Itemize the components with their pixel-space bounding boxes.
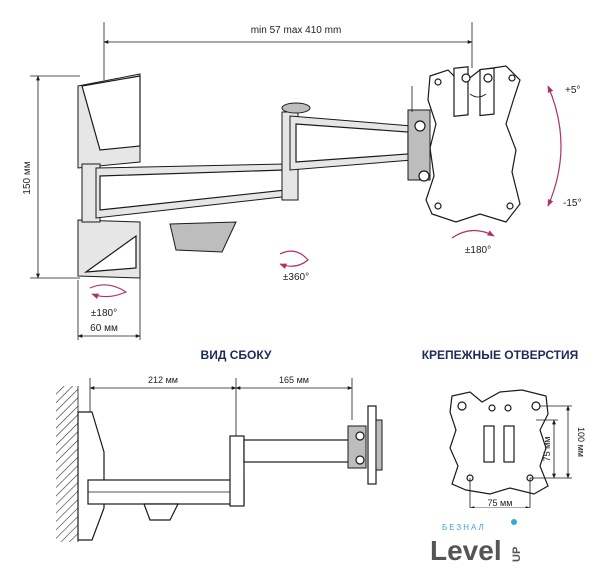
tilt-down-label: -15°: [563, 198, 581, 209]
mounting-holes-view: КРЕПЕЖНЫЕ ОТВЕРСТИЯ 75 мм 100 мм 75 мм: [422, 348, 586, 512]
tilt-arc: [547, 85, 562, 207]
logo-dot-icon: [511, 519, 517, 525]
side-knob-top: [355, 431, 365, 441]
side-view: ВИД СБОКУ 212 мм 165 мм: [56, 348, 383, 542]
vesa-hole-3: [434, 78, 442, 86]
hole-plate: [449, 389, 549, 495]
hole-2: [531, 401, 541, 411]
hole-slot-right: [503, 425, 515, 463]
head-swivel-label: ±180°: [465, 245, 491, 256]
wall-plate-upper-vent: [81, 75, 141, 151]
brand-logo: БЕЗНАЛ Level UP: [426, 508, 544, 568]
perspective-view: min 57 max 410 mm 150 мм: [22, 22, 581, 340]
side-second-arm: [243, 439, 353, 463]
wall-swivel-arrow: [89, 284, 128, 299]
hole-slot-left: [483, 425, 495, 463]
side-wall-plate: [77, 411, 105, 541]
mounting-holes-heading: КРЕПЕЖНЫЕ ОТВЕРСТИЯ: [422, 348, 579, 362]
hole-6: [504, 404, 512, 412]
height-label: 150 мм: [22, 161, 33, 194]
logo-main-text: Level: [430, 535, 502, 566]
arm-swivel-label: ±360°: [283, 272, 309, 283]
side-bracket: [143, 503, 179, 521]
depth-label: 60 мм: [90, 323, 118, 334]
side-vesa-plate: [367, 405, 377, 485]
hole-1: [457, 401, 467, 411]
vesa-smile: [469, 93, 487, 98]
wall-swivel-label: ±180°: [91, 308, 117, 319]
side-view-heading: ВИД СБОКУ: [201, 348, 272, 362]
elbow-cap: [281, 102, 311, 114]
side-knob-bottom: [355, 455, 365, 465]
vesa-hole-4: [508, 74, 516, 82]
vertical-100-label: 100 мм: [576, 427, 586, 457]
wall-section: [56, 386, 78, 542]
arm1-label: 212 мм: [148, 375, 178, 385]
vesa-plate: [425, 65, 521, 223]
head-swivel-arrow: [451, 229, 495, 239]
vertical-75-label: 75 мм: [542, 437, 552, 462]
logo-suffix-text: UP: [511, 547, 523, 562]
logo-background: [426, 508, 544, 568]
arm-swivel-arrow: [279, 250, 309, 269]
tilt-up-label: +5°: [565, 85, 580, 96]
arm-bracket: [169, 221, 237, 253]
vesa-hole-5: [434, 202, 442, 210]
vesa-hole-2: [483, 73, 493, 83]
side-vesa-rib: [375, 419, 383, 471]
logo-small-text: БЕЗНАЛ: [442, 523, 486, 532]
hole-5: [488, 404, 496, 412]
tilt-knob-bottom: [418, 170, 430, 182]
side-elbow: [229, 435, 245, 507]
vesa-hole-1: [461, 73, 471, 83]
wall-plate-lower-vent: [83, 234, 137, 273]
vesa-hole-6: [506, 202, 514, 210]
horizontal-75-label: 75 мм: [488, 498, 513, 508]
tilt-knob-top: [414, 120, 426, 132]
arm2-label: 165 мм: [279, 375, 309, 385]
width-range-label: min 57 max 410 mm: [251, 25, 342, 36]
